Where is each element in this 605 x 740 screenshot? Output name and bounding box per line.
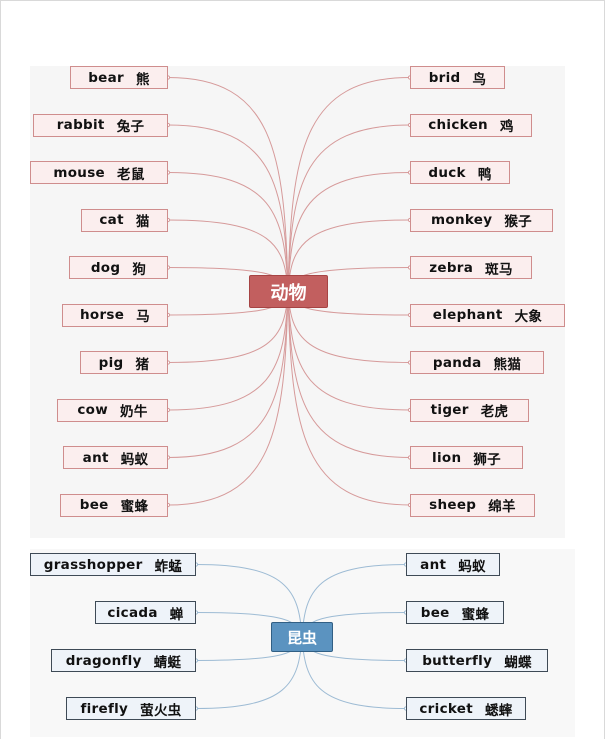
node-label-zh: 熊	[135, 71, 150, 88]
animals-right-node-chicken[interactable]: chicken 鸡	[410, 113, 532, 137]
animals-left-node-bear[interactable]: bear 熊	[70, 66, 168, 89]
animals-right-node-tiger[interactable]: tiger 老虎	[410, 398, 529, 422]
animals-left-node-mouse[interactable]: mouse 老鼠	[30, 161, 168, 184]
node-label-en: dragonfly	[65, 652, 142, 669]
node-label-zh: 鸡	[499, 119, 514, 135]
node-label-en: dog	[90, 259, 121, 276]
node-label-zh: 蚂蚁	[120, 451, 149, 468]
node-label-zh: 蜜蜂	[120, 499, 149, 515]
insects-left-node-grasshopper[interactable]: grasshopper 蚱蜢	[30, 553, 196, 576]
node-label-zh: 狗	[132, 261, 147, 278]
node-label-en: panda	[432, 354, 482, 371]
node-label-en: ant	[82, 449, 109, 466]
node-label-en: bee	[79, 497, 109, 513]
insects-left-node-dragonfly[interactable]: dragonfly 蜻蜓	[51, 649, 196, 672]
node-label-en: bear	[88, 69, 124, 86]
node-label-zh: 老鼠	[117, 166, 145, 183]
animals-right-node-panda[interactable]: panda 熊猫	[410, 351, 544, 374]
node-label-en: rabbit	[56, 117, 105, 133]
animals-hub-node[interactable]: 动物	[249, 275, 328, 308]
node-label-zh: 狮子	[473, 451, 501, 468]
node-label-zh: 大象	[514, 309, 543, 325]
node-label-en: zebra	[429, 259, 474, 276]
node-label-zh: 萤火虫	[140, 702, 182, 719]
node-label-en: monkey	[431, 212, 493, 228]
node-label-en: firefly	[80, 700, 129, 717]
node-label-en: duck	[428, 164, 466, 181]
node-label-zh: 猫	[135, 214, 150, 230]
node-label-zh: 蚂蚁	[458, 558, 486, 575]
animals-left-node-ant[interactable]: ant 蚂蚁	[63, 446, 168, 469]
animals-right-node-elephant[interactable]: elephant 大象	[410, 303, 565, 327]
animals-left-node-bee[interactable]: bee 蜜蜂	[60, 493, 168, 517]
node-label-en: cat	[99, 212, 124, 228]
node-label-zh: 蟋蟀	[485, 702, 513, 719]
node-label-zh: 蝉	[169, 606, 184, 623]
animals-right-node-zebra[interactable]: zebra 斑马	[410, 256, 532, 279]
animals-right-node-duck[interactable]: duck 鸭	[410, 161, 510, 184]
insects-right-node-cricket[interactable]: cricket 蟋蟀	[406, 697, 526, 720]
animals-left-node-horse[interactable]: horse 马	[62, 303, 168, 327]
insects-hub-node[interactable]: 昆虫	[271, 622, 333, 652]
animals-right-node-brid[interactable]: brid 鸟	[410, 66, 505, 89]
node-label-en: mouse	[53, 164, 106, 181]
node-label-zh: 马	[136, 309, 151, 325]
insects-left-node-cicada[interactable]: cicada 蝉	[95, 601, 196, 624]
node-label-en: grasshopper	[43, 556, 143, 573]
animals-left-node-pig[interactable]: pig 猪	[80, 351, 168, 374]
node-label-zh: 兔子	[116, 119, 145, 135]
animals-left-node-dog[interactable]: dog 狗	[69, 256, 168, 279]
node-label-zh: 鸭	[477, 166, 492, 183]
node-label-zh: 蜻蜓	[153, 654, 182, 671]
animals-left-node-cat[interactable]: cat 猫	[81, 208, 168, 232]
node-label-zh: 蝴蝶	[504, 654, 532, 671]
node-label-zh: 蚱蜢	[154, 558, 183, 575]
node-label-zh: 斑马	[485, 261, 513, 278]
node-label-en: cricket	[419, 700, 473, 717]
node-label-en: butterfly	[422, 652, 493, 669]
node-label-zh: 老虎	[480, 404, 509, 420]
insects-right-node-ant[interactable]: ant 蚂蚁	[406, 553, 500, 576]
node-label-en: bee	[420, 604, 450, 621]
node-label-zh: 绵羊	[488, 499, 516, 515]
insects-right-node-bee[interactable]: bee 蜜蜂	[406, 601, 504, 624]
node-label-zh: 蜜蜂	[461, 606, 490, 623]
node-label-en: brid	[428, 69, 461, 86]
insects-right-node-butterfly[interactable]: butterfly 蝴蝶	[406, 649, 548, 672]
node-label-en: elephant	[432, 307, 503, 323]
node-label-en: chicken	[428, 117, 488, 133]
node-label-en: cow	[77, 402, 109, 418]
node-label-en: lion	[432, 449, 462, 466]
node-label-en: sheep	[429, 497, 477, 513]
node-label-en: ant	[420, 556, 447, 573]
node-label-zh: 鸟	[472, 71, 487, 88]
animals-right-node-sheep[interactable]: sheep 绵羊	[410, 493, 535, 517]
node-label-zh: 奶牛	[120, 404, 148, 420]
node-label-zh: 猪	[135, 356, 150, 373]
insects-left-node-firefly[interactable]: firefly 萤火虫	[66, 697, 196, 720]
animals-right-node-lion[interactable]: lion 狮子	[410, 446, 523, 469]
node-label-en: pig	[98, 354, 124, 371]
node-label-en: cicada	[107, 604, 158, 621]
node-label-en: tiger	[430, 402, 469, 418]
node-label-zh: 熊猫	[493, 356, 522, 373]
node-label-zh: 猴子	[504, 214, 532, 230]
animals-left-node-cow[interactable]: cow 奶牛	[57, 398, 168, 422]
animals-right-node-monkey[interactable]: monkey 猴子	[410, 208, 553, 232]
animals-left-node-rabbit[interactable]: rabbit 兔子	[33, 113, 168, 137]
node-label-en: horse	[79, 307, 125, 323]
